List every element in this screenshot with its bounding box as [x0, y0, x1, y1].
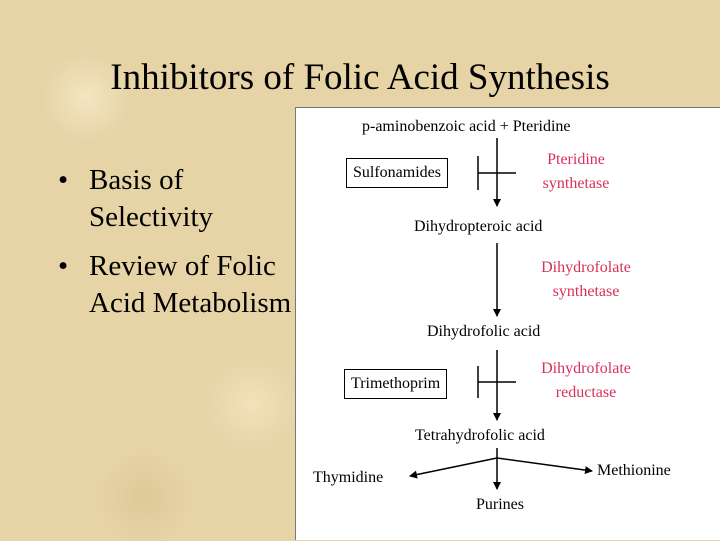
enzyme-line: Pteridine: [547, 151, 605, 168]
arrow-to-methionine: [496, 457, 593, 475]
product-dihydropteroic-acid: Dihydropteroic acid: [414, 218, 543, 235]
bullet-item: • Basis of Selectivity: [58, 162, 308, 236]
enzyme-line: Dihydrofolate: [541, 259, 631, 276]
pathway-diagram: p-aminobenzoic acid + Pteridine Sulfonam…: [295, 107, 720, 540]
bullet-marker: •: [58, 250, 69, 282]
branch-thymidine: Thymidine: [313, 469, 384, 486]
enzyme-line: Dihydrofolate: [541, 360, 631, 377]
bullet-item: • Review of Folic Acid Metabolism: [58, 248, 308, 322]
trimethoprim-inhibitor: Trimethoprim: [344, 369, 448, 399]
branch-methionine: Methionine: [597, 462, 671, 479]
product-dihydrofolic-acid: Dihydrofolic acid: [427, 323, 541, 340]
enzyme-dihydrofolate-reductase: Dihydrofolate reductase: [521, 357, 651, 405]
substrate-label: p-aminobenzoic acid + Pteridine: [362, 118, 571, 135]
sulfonamides-label: Sulfonamides: [353, 164, 441, 181]
sulfonamides-inhibitor: Sulfonamides: [346, 158, 448, 188]
arrow-to-thymidine: [409, 457, 498, 479]
product-tetrahydrofolic-acid: Tetrahydrofolic acid: [415, 427, 545, 444]
enzyme-line: synthetase: [542, 175, 610, 192]
pathway-arrows: [409, 138, 593, 490]
enzyme-dihydrofolate-synthetase: Dihydrofolate synthetase: [521, 256, 651, 304]
slide-title: Inhibitors of Folic Acid Synthesis: [110, 57, 610, 98]
bullet-marker: •: [58, 164, 69, 196]
branch-purines: Purines: [476, 496, 524, 513]
bullet-list: • Basis of Selectivity • Review of Folic…: [58, 162, 308, 334]
bullet-text: Basis of Selectivity: [89, 164, 214, 233]
bullet-text: Review of Folic Acid Metabolism: [89, 250, 292, 319]
trimethoprim-label: Trimethoprim: [351, 375, 441, 392]
enzyme-line: reductase: [555, 384, 617, 401]
enzyme-pteridine-synthetase: Pteridine synthetase: [521, 148, 631, 196]
enzyme-line: synthetase: [552, 283, 620, 300]
